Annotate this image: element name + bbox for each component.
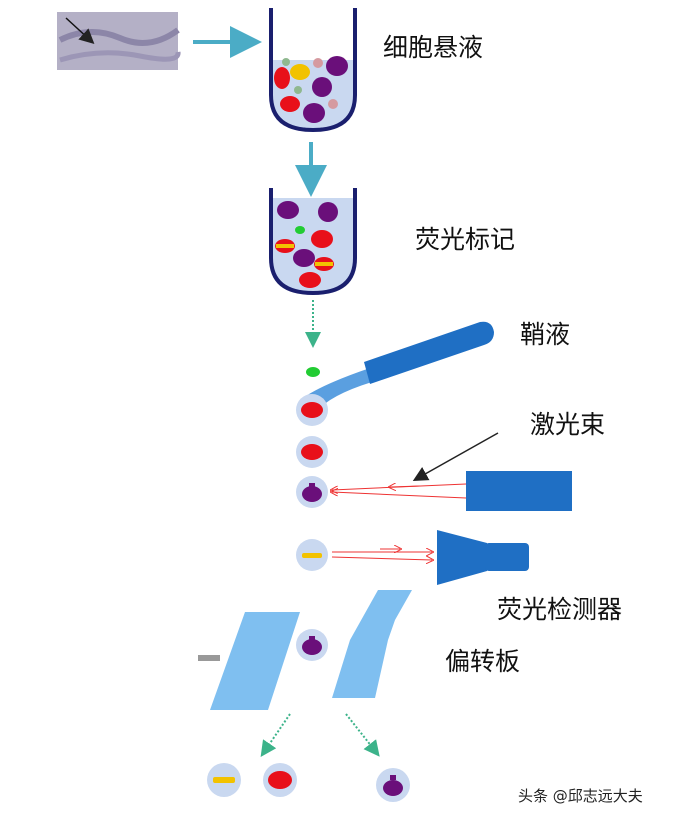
laser-beam xyxy=(332,484,467,499)
label-fluorescence-detector: 荧光检测器 xyxy=(497,595,623,624)
dotted-arrow-right-icon xyxy=(345,713,380,757)
label-sheath-fluid: 鞘液 xyxy=(520,320,571,349)
label-laser-beam: 激光束 xyxy=(530,410,606,439)
watermark: 头条 @邱志远大夫 xyxy=(518,787,643,805)
sorted-cells xyxy=(207,763,410,802)
tube-labeled-cells xyxy=(269,188,357,296)
laser-source xyxy=(466,471,572,511)
fluorescence-detector xyxy=(437,530,529,585)
deflection-plate-left xyxy=(210,612,300,710)
dotted-arrow-left-icon xyxy=(260,713,291,757)
tissue-image xyxy=(57,12,181,70)
tube-cell-suspension xyxy=(269,8,357,133)
green-cell xyxy=(306,367,320,377)
pointer-arrow-icon xyxy=(65,17,95,45)
deflection-plate-right xyxy=(332,590,412,698)
emission-lines xyxy=(331,549,432,560)
laser-pointer-arrow-icon xyxy=(412,432,499,481)
cell-stream xyxy=(296,394,328,661)
sheath-nozzle xyxy=(300,321,494,412)
label-cell-suspension: 细胞悬液 xyxy=(383,33,484,62)
label-fluorescent-labeling: 荧光标记 xyxy=(415,225,516,254)
label-deflection-plate: 偏转板 xyxy=(445,647,521,676)
minus-sign xyxy=(198,655,220,661)
